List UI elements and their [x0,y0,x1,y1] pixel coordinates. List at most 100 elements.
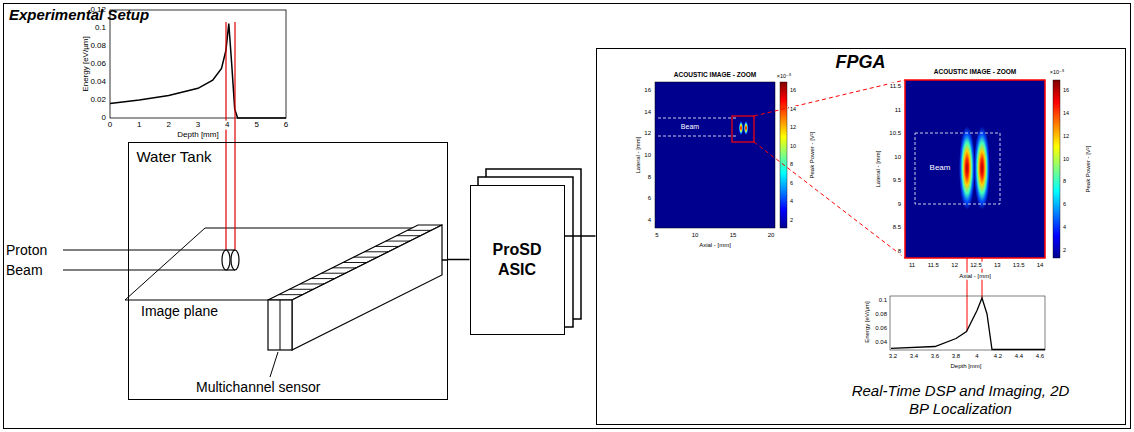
tick-label: 9 [897,201,902,208]
tick-label: 3.4 [909,353,919,360]
fpga-label: FPGA [597,52,1125,73]
asic-label: ProSD ASIC [486,240,548,278]
beam-label: Proton Beam [5,240,63,280]
tick-label: 16 [789,87,797,93]
beam-blob [739,121,743,135]
tick-label: 0.08 [874,311,888,318]
tick-label: 13 [993,262,1002,269]
tick-label: 4 [647,217,652,224]
tick-label: 10 [643,152,652,159]
frame-title: Experimental Setup [9,6,149,23]
sensor-elements [279,230,432,294]
sensor-element [322,273,346,274]
tick-label: 8 [1062,178,1067,184]
tick-label: 4 [1062,224,1067,230]
tick-label: 10 [1062,156,1070,162]
beam-guide [658,118,738,119]
tick-label: 13.5 [1012,262,1026,269]
beam-blob [959,126,975,210]
leader-line [270,352,278,377]
sensor-element [375,246,399,247]
tick-label: 6 [1062,201,1067,207]
beam-label: Beam [680,123,700,131]
beam-label: Beam [929,164,952,173]
tick-label: 9.5 [892,177,902,184]
tick-label: 14 [789,106,797,112]
sensor-element [386,241,410,242]
signal-connector [448,259,470,261]
bragg-curve [110,24,286,119]
water-tank: Water Tank [128,142,448,400]
colorbar [780,82,787,228]
tick-label: 8 [789,161,794,167]
colorbar-exponent: ×10⁻⁵ [1049,69,1066,75]
acoustic-image-left [655,82,787,228]
tick-label: 0.02 [89,96,107,105]
heatmap [655,82,775,228]
tick-label: 0.08 [89,42,107,51]
tick-label: 8 [647,173,652,180]
tick-label: 4.2 [993,353,1003,360]
axis-title: Axial - [mm] [958,273,992,280]
acoustic-image-right [905,80,1060,258]
tick-label: 0.1 [878,297,888,304]
axis-title: Depth [mm] [949,363,982,370]
tick-label: 8.5 [892,224,902,231]
beam-guide [658,136,738,137]
zoom-line [754,142,905,258]
sensor-element [289,289,313,290]
tick-label: 14 [1036,262,1045,269]
plot-title: ACOUSTIC IMAGE - ZOOM [673,71,757,78]
tick-label: 16 [643,87,652,94]
sensor-element [407,230,431,231]
tick-label: 16 [1062,87,1070,93]
peak-line [225,22,226,250]
fpga-caption: Real-Time DSP and Imaging, 2D BP Localiz… [841,382,1081,418]
tick-label: 8 [897,248,902,255]
tick-label: 3.2 [888,353,898,360]
tank-label: Water Tank [137,148,212,165]
tick-label: 11 [894,106,902,113]
tick-label: 10.5 [888,130,902,137]
sensor-element [332,267,356,268]
beam-cylinder [231,250,239,270]
tick-label: 2 [165,121,171,130]
zoom-box [732,116,754,142]
fpga-box: FPGA Real-Time DSP and Imaging, 2D BP Loc… [596,48,1126,425]
tick-label: 6 [283,121,289,130]
tick-label: 2 [1062,247,1067,253]
tick-label: 5 [253,121,259,130]
colorbar [1053,80,1060,258]
beam-blob [744,121,748,135]
tick-label: 3.6 [930,353,940,360]
multichannel-sensor [268,225,447,377]
beam-region [915,133,1000,204]
tick-label: 12.5 [969,262,983,269]
tick-label: 0 [107,121,113,130]
sensor-element [354,257,378,258]
tick-label: 0.06 [89,60,107,69]
tick-label: 15 [729,232,738,239]
tick-label: 4.6 [1035,353,1045,360]
tick-label: 4 [224,121,230,130]
asic-box: ProSD ASIC [470,185,565,335]
tick-label: 12 [643,130,652,137]
setup-frame: Experimental SetupWater TankProSD ASIC FP… [3,3,1131,429]
tick-label: 3.8 [951,353,961,360]
sensor-element [343,262,367,263]
axis-title: Lateral - [mm] [635,135,642,174]
beam-line [62,269,226,270]
zoom-line [754,80,905,116]
tick-label: 0.1 [94,24,107,33]
axis-title: Axial - [mm] [698,242,732,249]
tick-label: 5 [654,232,659,239]
tick-label: 10 [893,153,902,160]
colorbar-exponent: ×10⁻⁵ [776,73,793,79]
tick-label: 0.06 [874,325,888,332]
tick-label: 12 [789,124,797,130]
tick-label: 20 [767,232,776,239]
beam-line [62,249,226,250]
chart-axes [110,10,286,118]
sensor-side [292,225,442,350]
